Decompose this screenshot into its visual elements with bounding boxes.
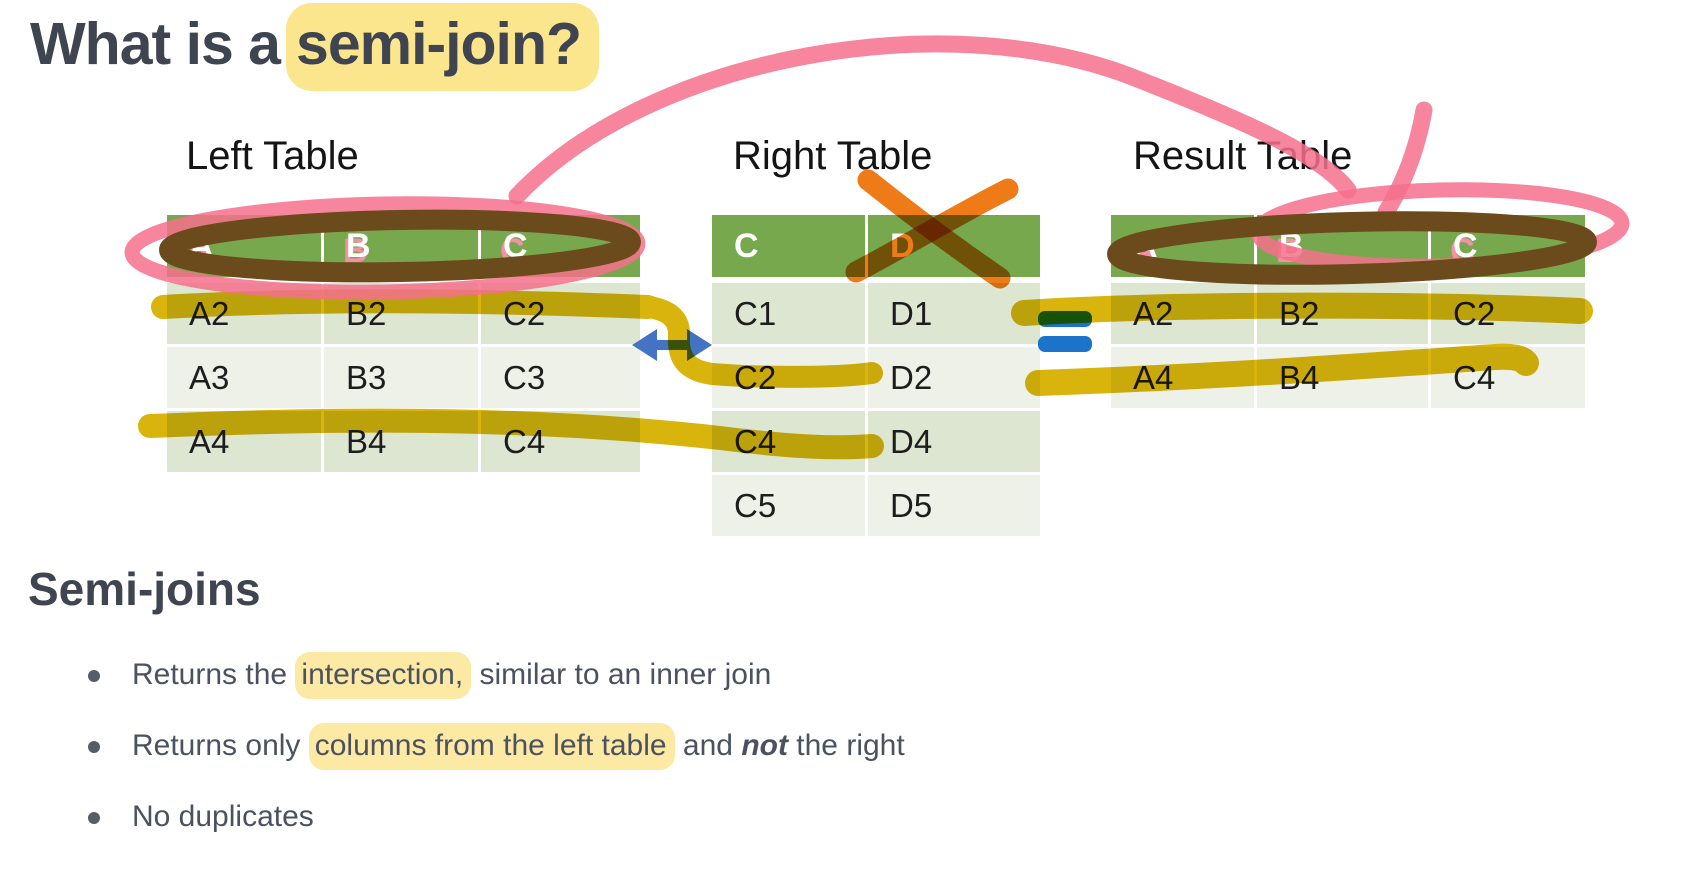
table-cell: D1: [868, 283, 1040, 344]
bullet-dot-icon: [88, 812, 100, 824]
result-table-body: A2 B2 C2 A4 B4 C4: [1111, 283, 1585, 408]
bullet-item: No duplicates: [80, 795, 905, 839]
left-table-title: Left Table: [186, 134, 359, 178]
bullet-text-highlight: columns from the left table: [308, 723, 675, 770]
column-header: B: [324, 215, 478, 277]
bullet-text: Returns only: [132, 729, 309, 762]
column-header: C: [712, 215, 865, 277]
column-header: C: [481, 215, 640, 277]
table-cell: C4: [1431, 347, 1585, 408]
table-cell: B3: [324, 347, 478, 408]
section-heading: Semi-joins: [28, 563, 261, 615]
right-table-title: Right Table: [733, 134, 933, 178]
equals-sign-icon: [1038, 311, 1092, 352]
column-header: B: [1257, 215, 1428, 277]
table-cell: A4: [1111, 347, 1254, 408]
table-cell: A2: [1111, 283, 1254, 344]
left-table: A B C A2 B2 C2 A3 B3 C3 A4 B4 C4: [167, 215, 640, 472]
bullet-text: the right: [787, 729, 905, 762]
table-cell: D5: [868, 475, 1040, 536]
pink-arrow-barb: [1377, 101, 1433, 221]
table-cell: C4: [712, 411, 865, 472]
blue-double-arrow-icon: [632, 329, 712, 361]
table-cell: B2: [324, 283, 478, 344]
table-cell: C2: [481, 283, 640, 344]
result-table-header-row: A B C: [1111, 215, 1585, 277]
right-table-header-row: C D: [712, 215, 1040, 277]
page-title-highlight: semi-join?: [286, 3, 600, 91]
table-cell: A2: [167, 283, 321, 344]
column-header: C: [1431, 215, 1585, 277]
table-cell: D4: [868, 411, 1040, 472]
column-header: A: [1111, 215, 1254, 277]
table-cell: C2: [1431, 283, 1585, 344]
table-cell: C2: [712, 347, 865, 408]
bullet-dot-icon: [88, 670, 100, 682]
bullet-text-highlight: intersection,: [295, 652, 472, 699]
column-header: A: [167, 215, 321, 277]
left-table-body: A2 B2 C2 A3 B3 C3 A4 B4 C4: [167, 283, 640, 472]
table-cell: B2: [1257, 283, 1428, 344]
bullet-list: Returns the intersection, similar to an …: [80, 652, 905, 866]
table-cell: A3: [167, 347, 321, 408]
right-table: C D C1 D1 C2 D2 C4 D4 C5 D5: [712, 215, 1040, 536]
table-cell: C3: [481, 347, 640, 408]
bullet-text-emphasis: not: [741, 729, 788, 762]
page-title-text: What is a: [30, 11, 281, 77]
result-table: A B C A2 B2 C2 A4 B4 C4: [1111, 215, 1585, 408]
table-cell: D2: [868, 347, 1040, 408]
table-cell: B4: [1257, 347, 1428, 408]
bullet-dot-icon: [88, 741, 100, 753]
bullet-text: No duplicates: [132, 800, 314, 833]
right-table-body: C1 D1 C2 D2 C4 D4 C5 D5: [712, 283, 1040, 536]
table-cell: C1: [712, 283, 865, 344]
table-cell: A4: [167, 411, 321, 472]
bullet-item: Returns the intersection, similar to an …: [80, 652, 905, 699]
left-table-header-row: A B C: [167, 215, 640, 277]
bullet-text: and: [674, 729, 742, 762]
bullet-text: Returns the: [132, 658, 296, 691]
bullet-text: similar to an inner join: [471, 658, 772, 691]
table-cell: C4: [481, 411, 640, 472]
bullet-item: Returns only columns from the left table…: [80, 723, 905, 770]
result-table-title: Result Table: [1133, 134, 1353, 178]
column-header: D: [868, 215, 1040, 277]
table-cell: C5: [712, 475, 865, 536]
table-cell: B4: [324, 411, 478, 472]
